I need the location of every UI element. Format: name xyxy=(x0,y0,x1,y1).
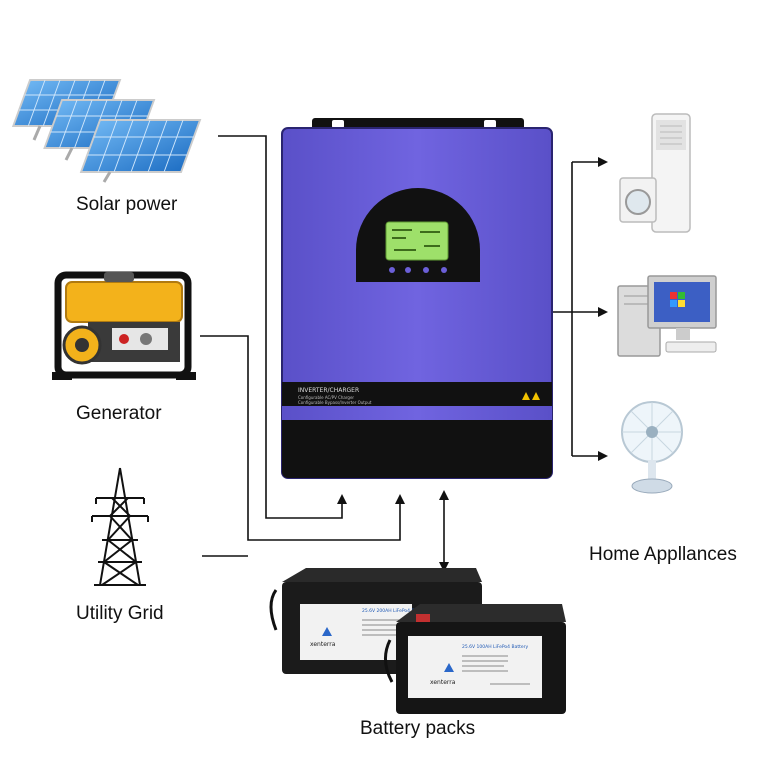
battery-packs-label: Battery packs xyxy=(360,718,476,739)
generator-label: Generator xyxy=(76,403,162,424)
air-conditioner-and-washer-icon xyxy=(619,113,691,233)
output-bus-line xyxy=(552,162,573,456)
home-appliances-label: Home Appllances xyxy=(589,544,737,565)
generator-connection-line xyxy=(200,335,405,541)
electric-fan-icon xyxy=(621,401,683,494)
solar-panels-icon xyxy=(11,79,202,183)
utility-grid-label: Utility Grid xyxy=(76,603,164,624)
generator-icon xyxy=(52,271,196,380)
battery2-title: 25.6V 100AH LiFePo4 Battery xyxy=(462,644,528,650)
solar-power-label: Solar power xyxy=(76,194,178,215)
connection-lines xyxy=(200,135,608,572)
control-buttons xyxy=(389,267,447,273)
inverter-charger-unit: INVERTER/CHARGER Configurable AC/PV Char… xyxy=(281,118,553,479)
battery1-title: 25.6V 200AH LiFePo4 Battery xyxy=(362,608,428,614)
desktop-computer-icon xyxy=(617,275,717,357)
battery-pack-2: 25.6V 100AH LiFePo4 Battery xenterra xyxy=(384,604,566,714)
solar-connection-line xyxy=(218,135,347,519)
lcd-screen xyxy=(385,221,449,261)
inverter-feature-1: Configurable AC/PV Charger xyxy=(298,395,354,400)
inverter-feature-2: Configurable Bypass/Inverter Output xyxy=(298,400,372,405)
utility-grid-tower-icon xyxy=(91,467,149,586)
battery2-brand: xenterra xyxy=(430,679,456,686)
inverter-panel-title: INVERTER/CHARGER xyxy=(298,387,359,394)
battery1-brand: xenterra xyxy=(310,641,336,648)
